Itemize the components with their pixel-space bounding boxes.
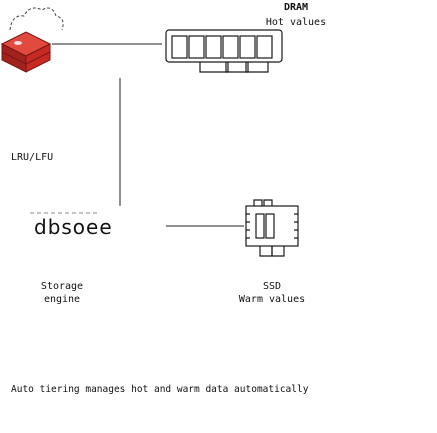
policy-label: LRU/LFU — [11, 152, 54, 163]
ssd-title: SSD — [262, 281, 282, 292]
dram-subtitle: Hot values — [265, 17, 327, 28]
storage-engine-label-line1: Storage — [40, 281, 84, 292]
memory-chip-icon — [165, 29, 283, 73]
storage-engine-logo: dbsoee — [34, 215, 113, 239]
dram-title: DRAM — [283, 2, 309, 13]
ssd-drive-icon — [245, 199, 299, 257]
redis-logo-icon — [0, 31, 52, 73]
cloud-icon — [9, 7, 64, 31]
footer-caption: Auto tiering manages hot and warm data a… — [11, 384, 309, 395]
storage-engine-label-line2: engine — [43, 294, 81, 305]
ssd-subtitle: Warm values — [238, 294, 306, 305]
